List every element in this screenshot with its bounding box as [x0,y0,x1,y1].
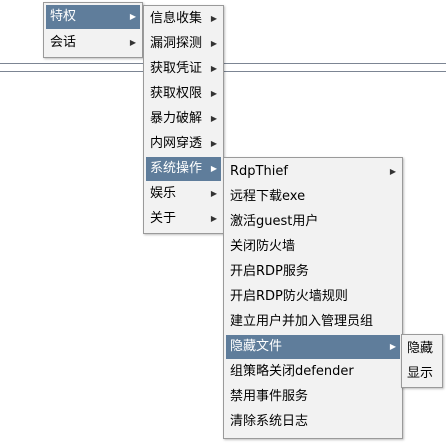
menu-item-label: 内网穿透 [150,136,203,151]
triangle-right-icon: ▶ [129,12,136,21]
context-menu-main: 特权 ▶ 会话 ▶ [43,2,143,58]
menu-item-label: 获取权限 [150,86,203,101]
menu-item-label: 隐藏 [407,341,434,356]
menu-item-label: 隐藏文件 [230,339,283,354]
menu-item-label: 激活guest用户 [230,214,319,229]
triangle-right-icon: ▶ [210,214,217,223]
menu-item-get-credentials[interactable]: 获取凭证 ▶ [146,57,221,81]
menu-item-label: 会话 [50,35,77,50]
submenu-hide-file: 隐藏 显示 [401,334,443,388]
menu-item-label: 娱乐 [150,186,177,201]
menu-item-label: 信息收集 [150,11,203,26]
menu-item-privilege[interactable]: 特权 ▶ [46,5,140,29]
triangle-right-icon: ▶ [210,64,217,73]
menu-item-disable-firewall[interactable]: 关闭防火墙 [226,235,400,259]
menu-item-create-admin-user[interactable]: 建立用户并加入管理员组 [226,310,400,334]
menu-item-label: 关闭防火墙 [230,239,296,254]
menu-item-vuln-detect[interactable]: 漏洞探测 ▶ [146,32,221,56]
triangle-right-icon: ▶ [210,14,217,23]
menu-item-entertainment[interactable]: 娱乐 ▶ [146,182,221,206]
menu-item-label: 开启RDP服务 [230,264,309,279]
menu-item-label: 开启RDP防火墙规则 [230,289,348,304]
menu-item-rdpthief[interactable]: RdpThief ▶ [226,160,400,184]
menu-item-hide[interactable]: 隐藏 [403,337,441,361]
triangle-right-icon: ▶ [129,38,136,47]
menu-item-system-operations[interactable]: 系统操作 ▶ [146,157,221,181]
menu-item-label: 关于 [150,211,177,226]
submenu-system-operations: RdpThief ▶ 远程下载exe 激活guest用户 关闭防火墙 开启RDP… [223,157,403,439]
menu-item-get-privileges[interactable]: 获取权限 ▶ [146,82,221,106]
triangle-right-icon: ▶ [389,167,396,176]
menu-item-label: 特权 [50,9,77,24]
menu-item-label: 建立用户并加入管理员组 [230,314,374,329]
menu-item-disable-event-service[interactable]: 禁用事件服务 [226,385,400,409]
menu-item-remote-download-exe[interactable]: 远程下载exe [226,185,400,209]
menu-item-label: 漏洞探测 [150,36,203,51]
menu-item-activate-guest[interactable]: 激活guest用户 [226,210,400,234]
menu-item-label: 获取凭证 [150,61,203,76]
triangle-right-icon: ▶ [210,139,217,148]
menu-item-label: 清除系统日志 [230,414,309,429]
triangle-right-icon: ▶ [210,89,217,98]
menu-item-info-gathering[interactable]: 信息收集 ▶ [146,7,221,31]
triangle-right-icon: ▶ [210,114,217,123]
menu-item-session[interactable]: 会话 ▶ [46,31,140,55]
menu-item-label: 显示 [407,366,434,381]
triangle-right-icon: ▶ [210,164,217,173]
triangle-right-icon: ▶ [210,189,217,198]
menu-item-label: 禁用事件服务 [230,389,309,404]
triangle-right-icon: ▶ [389,342,396,351]
menu-item-label: 暴力破解 [150,111,203,126]
menu-item-label: 系统操作 [150,161,203,176]
menu-item-intranet-penetration[interactable]: 内网穿透 ▶ [146,132,221,156]
menu-item-gpo-disable-defender[interactable]: 组策略关闭defender [226,360,400,384]
menu-item-brute-force[interactable]: 暴力破解 ▶ [146,107,221,131]
menu-item-enable-rdp[interactable]: 开启RDP服务 [226,260,400,284]
menu-item-label: 远程下载exe [230,189,306,204]
menu-item-show[interactable]: 显示 [403,362,441,386]
menu-item-label: 组策略关闭defender [230,364,354,379]
menu-item-hide-file[interactable]: 隐藏文件 ▶ [226,335,400,359]
menu-item-about[interactable]: 关于 ▶ [146,207,221,231]
menu-item-clear-system-logs[interactable]: 清除系统日志 [226,410,400,434]
menu-item-enable-rdp-firewall-rule[interactable]: 开启RDP防火墙规则 [226,285,400,309]
triangle-right-icon: ▶ [210,39,217,48]
submenu-privilege: 信息收集 ▶ 漏洞探测 ▶ 获取凭证 ▶ 获取权限 ▶ 暴力破解 ▶ 内网穿透 … [143,5,224,234]
menu-item-label: RdpThief [230,164,288,179]
